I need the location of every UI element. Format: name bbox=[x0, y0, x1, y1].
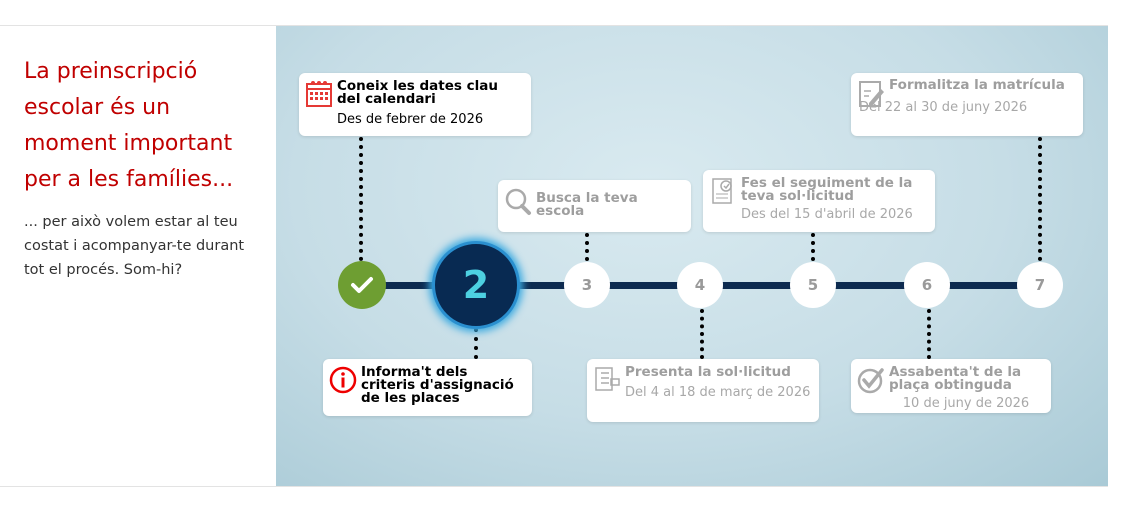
info-icon bbox=[329, 366, 357, 394]
connector bbox=[1038, 137, 1042, 261]
connector bbox=[700, 309, 704, 359]
step-2-node-current[interactable]: 2 bbox=[432, 241, 520, 329]
step-date: Del 22 al 30 de juny 2026 bbox=[859, 100, 1028, 115]
step-date: Des de febrer de 2026 bbox=[337, 112, 484, 127]
tracking-icon bbox=[712, 178, 732, 204]
step-6-node[interactable]: 6 bbox=[904, 262, 950, 308]
connector bbox=[585, 233, 589, 261]
step-7-node[interactable]: 7 bbox=[1017, 262, 1063, 308]
step-3-node[interactable]: 3 bbox=[564, 262, 610, 308]
step-title: Fes el seguiment de la teva sol·licitud bbox=[741, 175, 913, 204]
step-title: Formalitza la matrícula bbox=[889, 77, 1065, 93]
intro: La preinscripció escolar és un moment im… bbox=[24, 54, 264, 282]
check-icon bbox=[857, 368, 884, 394]
step-date: Del 4 al 18 de març de 2026 bbox=[625, 385, 811, 400]
step-4-node[interactable]: 4 bbox=[677, 262, 723, 308]
top-divider bbox=[0, 25, 1108, 26]
form-icon bbox=[595, 367, 620, 391]
step-title: Presenta la sol·licitud bbox=[625, 364, 791, 380]
intro-title: La preinscripció escolar és un moment im… bbox=[24, 59, 234, 192]
step-number: 4 bbox=[694, 276, 706, 294]
calendar-icon bbox=[306, 81, 332, 107]
step-1-card[interactable]: Coneix les dates clau del calendari Des … bbox=[299, 73, 531, 136]
step-1-node-completed[interactable] bbox=[338, 261, 386, 309]
connector bbox=[811, 233, 815, 261]
intro-text: ... per això volem estar al teu costat i… bbox=[24, 214, 245, 278]
step-title: Informa't dels criteris d'assignació de … bbox=[361, 364, 514, 406]
step-4-card[interactable]: Presenta la sol·licitud Del 4 al 18 de m… bbox=[587, 359, 819, 422]
step-3-card[interactable]: Busca la teva escola bbox=[498, 180, 691, 232]
step-6-card[interactable]: Assabenta't de la plaça obtinguda 10 de … bbox=[851, 359, 1051, 413]
step-number: 3 bbox=[581, 276, 593, 294]
document-edit-icon bbox=[859, 81, 884, 107]
bottom-divider bbox=[0, 486, 1108, 487]
connector bbox=[359, 137, 363, 261]
step-number: 7 bbox=[1034, 276, 1046, 294]
step-title: Coneix les dates clau del calendari bbox=[337, 78, 498, 107]
step-date: 10 de juny de 2026 bbox=[902, 396, 1030, 411]
step-date: Des del 15 d'abril de 2026 bbox=[741, 207, 913, 222]
checkmark-icon bbox=[351, 277, 373, 293]
step-5-node[interactable]: 5 bbox=[790, 262, 836, 308]
connector bbox=[927, 309, 931, 359]
step-number: 2 bbox=[462, 263, 490, 307]
step-title: Busca la teva escola bbox=[536, 190, 638, 219]
connector bbox=[474, 328, 478, 359]
step-number: 5 bbox=[807, 276, 819, 294]
step-title: Assabenta't de la plaça obtinguda bbox=[889, 364, 1022, 393]
step-7-card[interactable]: Formalitza la matrícula Del 22 al 30 de … bbox=[851, 73, 1083, 136]
step-number: 6 bbox=[921, 276, 933, 294]
step-2-card[interactable]: Informa't dels criteris d'assignació de … bbox=[323, 359, 532, 416]
search-icon bbox=[505, 188, 531, 215]
step-5-card[interactable]: Fes el seguiment de la teva sol·licitud … bbox=[703, 170, 935, 232]
